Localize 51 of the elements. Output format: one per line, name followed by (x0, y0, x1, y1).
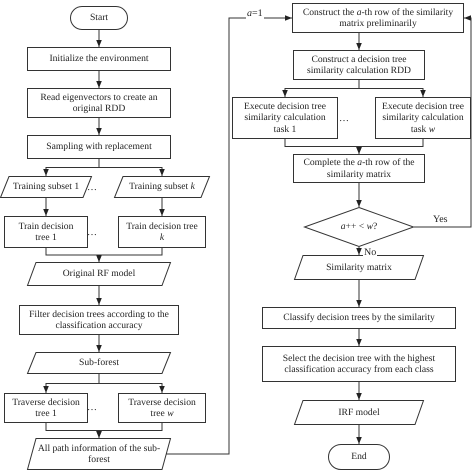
decision-diamond: a++ < w? (304, 207, 414, 247)
arrow (356, 280, 362, 308)
arrow (43, 198, 49, 216)
edge-label: Yes (432, 215, 449, 225)
process-box: Select the decision tree with the highest classification accuracy from each class (262, 346, 456, 382)
edge-label: a=1 (246, 9, 264, 19)
process-box: Sampling with replacement (27, 135, 171, 159)
arrow (356, 182, 362, 208)
ellipsis: … (338, 114, 350, 124)
process-box: Complete the a-th row of the similarity matrix (293, 154, 425, 183)
process-box: Train decision tree 1 (4, 216, 88, 248)
arrow (356, 424, 362, 444)
data-parallelogram: IRF model (294, 400, 424, 425)
arrow (96, 70, 102, 88)
arrow (96, 118, 102, 136)
arrow (356, 32, 362, 50)
terminal-box: Start (70, 6, 128, 30)
data-parallelogram: Sub-forest (27, 352, 171, 374)
arrow (356, 246, 362, 256)
arrow (358, 80, 426, 98)
arrow (356, 138, 424, 154)
arrow (159, 198, 165, 216)
process-box: Read eigenvectors to create an original RDD (27, 88, 171, 118)
process-box: Construct a decision tree similarity calculation RDD (293, 50, 425, 80)
process-box: Initialize the environment (27, 47, 171, 71)
arrow (96, 248, 162, 262)
arrow (166, 15, 292, 454)
process-box: Train decision tree k (118, 216, 206, 248)
process-box: Execute decision tree similarity calculation task 1 (232, 97, 338, 139)
arrow (96, 30, 102, 48)
ellipsis: … (86, 403, 98, 413)
ellipsis: … (86, 228, 98, 238)
process-box: Execute decision tree similarity calculation task w (375, 97, 471, 139)
data-parallelogram: Similarity matrix (294, 255, 424, 280)
arrow (96, 422, 162, 438)
process-box: Classify decision trees by the similarity (262, 307, 456, 329)
terminal-box: End (328, 444, 390, 470)
arrow (414, 15, 472, 228)
data-parallelogram: Training subset k (114, 176, 210, 198)
arrow (356, 382, 362, 400)
process-box: Filter decision trees according to the classification accuracy (19, 305, 179, 335)
data-parallelogram: All path information of the sub-forest (27, 438, 171, 470)
arrow (96, 286, 102, 306)
process-box: Construct the a-th row of the similarity matrix preliminarily (292, 3, 464, 33)
arrow (356, 328, 362, 346)
process-box: Traverse decision tree w (118, 393, 206, 423)
edge-label: No (363, 248, 378, 258)
arrow (96, 334, 102, 352)
data-parallelogram: Original RF model (27, 262, 171, 286)
process-box: Traverse decision tree 1 (4, 393, 88, 423)
arrow (98, 374, 165, 394)
